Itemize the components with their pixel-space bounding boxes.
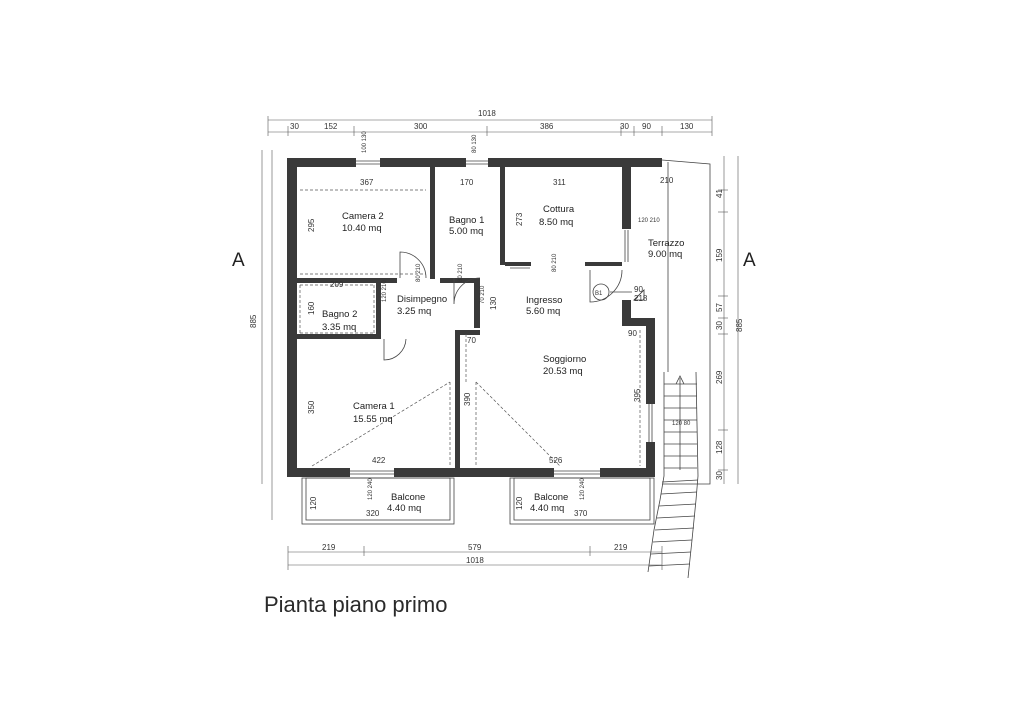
dim-camera2-w: 367 bbox=[360, 178, 374, 187]
room-area-bagno2: 3.35 mq bbox=[322, 322, 356, 333]
top-dimensions: 1018 30 152 300 386 30 90 130 bbox=[267, 109, 713, 136]
inner-dimensions: 367 295 170 311 273 210 209 160 130 70 3… bbox=[307, 176, 691, 518]
dim-balc2-370: 370 bbox=[574, 509, 588, 518]
balconies bbox=[301, 477, 655, 525]
b1-marker: B1 bbox=[592, 283, 645, 301]
section-mark-left: A bbox=[232, 250, 245, 271]
windows bbox=[350, 160, 653, 475]
left-total-dim: 885 bbox=[249, 314, 258, 328]
room-area-balcone1: 4.40 mq bbox=[387, 503, 421, 514]
right-dim-6: 128 bbox=[715, 440, 724, 454]
room-area-disimpegno: 3.25 mq bbox=[397, 306, 431, 317]
room-area-bagno1: 5.00 mq bbox=[449, 226, 483, 237]
top-dim-3: 300 bbox=[414, 122, 428, 131]
room-name-terrazzo: Terrazzo bbox=[648, 238, 684, 249]
dim-bagno2-w: 209 bbox=[330, 280, 344, 289]
opening-8: 120 240 bbox=[580, 478, 586, 500]
dim-bagno2-h: 160 bbox=[307, 301, 316, 315]
room-name-balcone1: Balcone bbox=[391, 492, 425, 503]
room-name-camera2: Camera 2 bbox=[342, 211, 384, 222]
room-name-camera1: Camera 1 bbox=[353, 401, 395, 412]
dim-sogg-90: 90 bbox=[628, 329, 637, 338]
dim-balc2-120: 120 bbox=[515, 496, 524, 510]
room-area-camera1: 15.55 mq bbox=[353, 414, 393, 425]
opening-5: 80 210 bbox=[552, 253, 558, 272]
opening-3: 80 210 bbox=[416, 263, 422, 282]
top-dim-5: 30 bbox=[620, 122, 629, 131]
top-dim-1: 30 bbox=[290, 122, 299, 131]
dim-disimpegno-w: 70 bbox=[467, 336, 476, 345]
opening-7: 120 240 bbox=[368, 478, 374, 500]
right-dim-2: 159 bbox=[715, 248, 724, 262]
top-total-dim: 1018 bbox=[478, 109, 496, 118]
side-dimensions: 885 41 159 57 30 269 128 30 885 bbox=[249, 150, 744, 520]
opening-9: 70 210 bbox=[480, 285, 486, 304]
dim-ingresso-h: 390 bbox=[463, 392, 472, 406]
top-dim-7: 130 bbox=[680, 122, 694, 131]
dim-cottura-h: 273 bbox=[515, 212, 524, 226]
room-name-cottura: Cottura bbox=[543, 204, 575, 215]
room-name-bagno1: Bagno 1 bbox=[449, 215, 484, 226]
opening-6: 120 210 bbox=[382, 280, 388, 302]
section-mark-right: A bbox=[743, 250, 756, 271]
right-dim-7: 30 bbox=[715, 471, 724, 480]
dim-camera1-w: 422 bbox=[372, 456, 386, 465]
room-area-terrazzo: 9.00 mq bbox=[648, 249, 682, 260]
dashed-guides bbox=[299, 189, 641, 467]
dim-camera1-h: 350 bbox=[307, 400, 316, 414]
top-dim-4: 386 bbox=[540, 122, 554, 131]
room-name-ingresso: Ingresso bbox=[526, 295, 562, 306]
right-dim-3: 57 bbox=[715, 303, 724, 312]
room-area-camera2: 10.40 mq bbox=[342, 223, 382, 234]
room-name-bagno2: Bagno 2 bbox=[322, 309, 357, 320]
plan-title: Pianta piano primo bbox=[264, 592, 448, 617]
opening-1: 100 130 bbox=[362, 131, 368, 153]
top-dim-2: 152 bbox=[324, 122, 338, 131]
room-name-balcone2: Balcone bbox=[534, 492, 568, 503]
room-labels: Camera 2 10.40 mq Bagno 1 5.00 mq Cottur… bbox=[322, 204, 684, 514]
room-area-cottura: 8.50 mq bbox=[539, 217, 573, 228]
walls bbox=[287, 157, 662, 478]
room-area-ingresso: 5.60 mq bbox=[526, 306, 560, 317]
dim-balc1-320: 320 bbox=[366, 509, 380, 518]
room-area-balcone2: 4.40 mq bbox=[530, 503, 564, 514]
dim-terrazzo-w: 210 bbox=[660, 176, 674, 185]
right-dim-4: 30 bbox=[715, 321, 724, 330]
dim-soggiorno-h: 395 bbox=[633, 388, 642, 402]
opening-4: 80 210 bbox=[458, 263, 464, 282]
room-name-disimpegno: Disimpegno bbox=[397, 294, 447, 305]
right-total-dim: 885 bbox=[735, 318, 744, 332]
dim-disimpegno: 130 bbox=[489, 296, 498, 310]
dim-terr-90: 90 bbox=[634, 285, 643, 294]
dim-balc1-120: 120 bbox=[309, 496, 318, 510]
doors bbox=[383, 251, 623, 361]
top-dim-6: 90 bbox=[642, 122, 651, 131]
bottom-dim-2: 579 bbox=[468, 543, 482, 552]
dim-sogg-win: 120 80 bbox=[672, 421, 691, 427]
right-dim-1: 41 bbox=[715, 189, 724, 198]
opening-2: 80 130 bbox=[472, 134, 478, 153]
dim-cott-win: 120 210 bbox=[638, 218, 660, 224]
right-dim-5: 269 bbox=[715, 370, 724, 384]
dim-camera2-h: 295 bbox=[307, 218, 316, 232]
room-area-soggiorno: 20.53 mq bbox=[543, 366, 583, 377]
bottom-dim-3: 219 bbox=[614, 543, 628, 552]
b1-label: B1 bbox=[595, 291, 603, 297]
dim-cottura-w: 311 bbox=[553, 178, 566, 187]
dim-bagno1-w: 170 bbox=[460, 178, 474, 187]
room-name-soggiorno: Soggiorno bbox=[543, 354, 586, 365]
bottom-total-dim: 1018 bbox=[466, 556, 484, 565]
dim-terr-218: 218 bbox=[634, 294, 648, 303]
terrace-outline bbox=[661, 159, 711, 485]
dim-soggiorno-w: 526 bbox=[549, 456, 563, 465]
bottom-dim-1: 219 bbox=[322, 543, 336, 552]
opening-labels: 100 130 80 130 80 210 80 210 80 210 120 … bbox=[362, 131, 586, 500]
exterior-stair bbox=[647, 371, 699, 579]
bottom-dimensions: 219 579 219 1018 bbox=[287, 543, 663, 570]
